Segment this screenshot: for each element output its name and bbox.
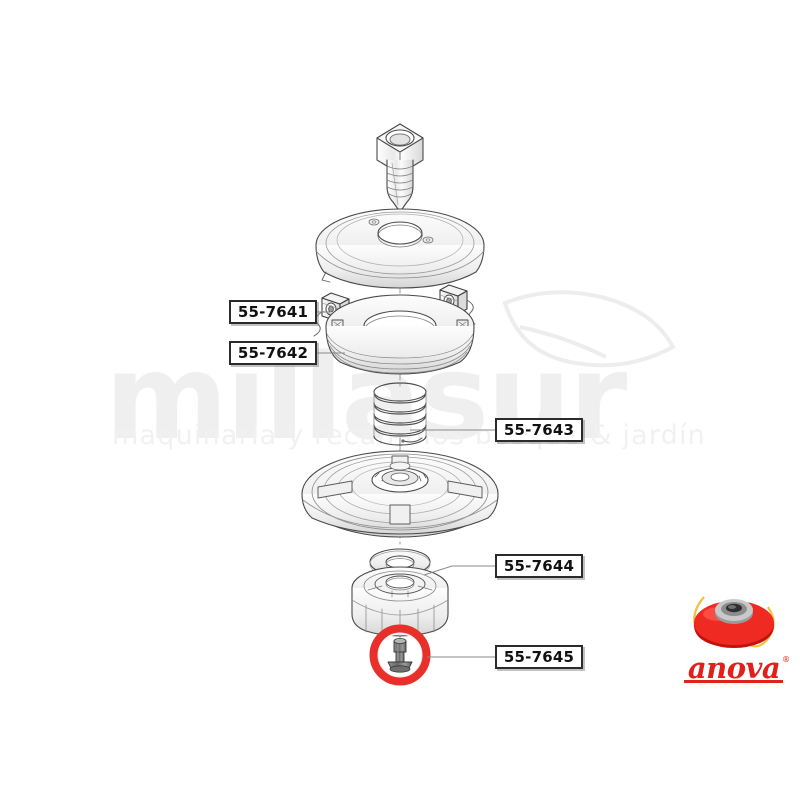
part-spool	[325, 294, 475, 375]
part-base-plate	[301, 450, 499, 538]
brand-underline	[684, 680, 783, 683]
trimmer-head-icon	[693, 596, 775, 648]
callout-55-7641[interactable]: 55-7641	[229, 300, 317, 324]
leader-55-7644	[423, 565, 495, 576]
part-dome-cover	[315, 208, 485, 289]
callout-55-7643[interactable]: 55-7643	[495, 418, 583, 442]
part-lower-housing	[351, 566, 449, 637]
part-spring	[373, 382, 427, 446]
brand-wordmark: anova	[687, 651, 781, 685]
callout-55-7642[interactable]: 55-7642	[229, 341, 317, 365]
callout-55-7644[interactable]: 55-7644	[495, 554, 583, 578]
callout-55-7645[interactable]: 55-7645	[495, 645, 583, 669]
part-screw	[387, 638, 413, 673]
registered-mark: ®	[782, 655, 790, 664]
leaf-icon	[502, 290, 676, 368]
highlight-ring	[369, 624, 431, 686]
